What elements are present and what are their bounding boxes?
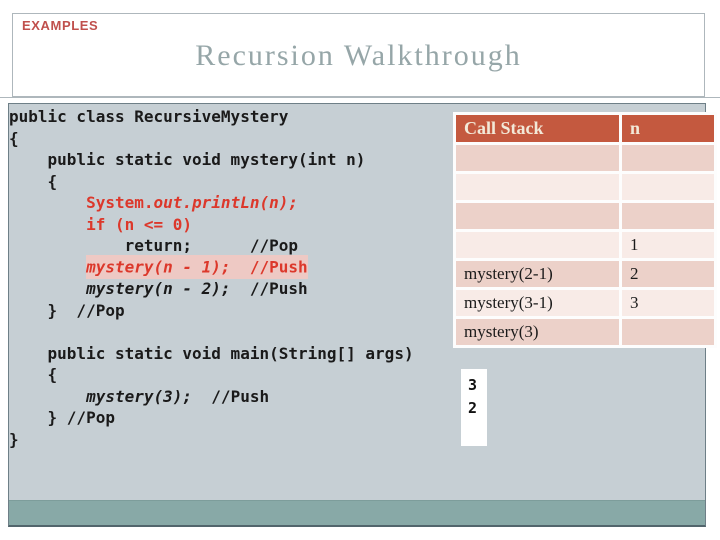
code-line: } //Pop	[9, 300, 414, 322]
code-segment: } //Pop	[9, 408, 115, 427]
code-line: }	[9, 429, 414, 451]
code-segment	[230, 255, 250, 279]
call-stack-cell: mystery(2-1)	[456, 261, 619, 287]
code-segment	[9, 215, 86, 234]
n-cell: 3	[622, 290, 714, 316]
code-segment: public static void main(String[] args)	[9, 343, 414, 363]
table-row	[456, 174, 714, 200]
code-line: public static void mystery(int n)	[9, 149, 414, 171]
call-stack-cell	[456, 203, 619, 229]
table-row: mystery(2-1)2	[456, 261, 714, 287]
code-line: return; //Pop	[9, 235, 414, 257]
code-line: public static void main(String[] args)	[9, 343, 414, 365]
code-line: System.out.printLn(n);	[9, 192, 414, 214]
code-segment	[9, 279, 86, 298]
code-segment: if (n <= 0)	[86, 214, 193, 234]
code-segment: out.printLn(n);	[153, 193, 299, 212]
code-segment: public class RecursiveMystery	[9, 107, 289, 126]
code-segment	[9, 258, 86, 277]
page-title: Recursion Walkthrough	[195, 39, 522, 72]
n-header: n	[622, 115, 714, 142]
code-line: if (n <= 0)	[9, 214, 414, 236]
table-row: mystery(3)	[456, 319, 714, 345]
code-segment: //Push	[230, 279, 308, 298]
code-line: {	[9, 128, 414, 150]
code-segment: //Push	[192, 386, 270, 406]
table-header-row: Call Stack n	[456, 115, 714, 142]
code-segment: {	[9, 128, 19, 148]
code-segment: return; //Pop	[9, 236, 298, 255]
code-line: {	[9, 364, 414, 386]
code-line	[9, 321, 414, 343]
code-segment	[9, 193, 86, 212]
n-cell	[622, 203, 714, 229]
code-block: public class RecursiveMystery { public st…	[9, 106, 414, 450]
code-line: mystery(n - 1); //Push	[9, 255, 414, 279]
n-cell	[622, 174, 714, 200]
n-cell	[622, 319, 714, 345]
code-segment: {	[9, 171, 58, 191]
call-stack-cell	[456, 145, 619, 171]
code-line: mystery(n - 2); //Push	[9, 278, 414, 300]
code-segment: {	[9, 365, 58, 384]
code-line: {	[9, 171, 414, 193]
code-segment: //Push	[249, 255, 308, 279]
table-row	[456, 203, 714, 229]
code-segment: mystery(n - 2);	[86, 279, 231, 298]
slide-header: EXAMPLES Recursion Walkthrough	[12, 13, 705, 97]
code-segment: } //Pop	[9, 300, 125, 320]
kicker-label: EXAMPLES	[22, 18, 99, 33]
code-segment: public static void mystery(int n)	[9, 150, 366, 169]
call-stack-cell	[456, 174, 619, 200]
call-stack-header: Call Stack	[456, 115, 619, 142]
code-segment	[9, 387, 86, 406]
table-row: 1	[456, 232, 714, 258]
header-divider	[0, 97, 720, 98]
call-stack-cell: mystery(3)	[456, 319, 619, 345]
code-line: public class RecursiveMystery	[9, 106, 414, 128]
call-stack-cell: mystery(3-1)	[456, 290, 619, 316]
code-segment: System.	[86, 193, 154, 212]
table-row	[456, 145, 714, 171]
code-segment: mystery(n - 1);	[86, 255, 231, 279]
call-stack-cell	[456, 232, 619, 258]
n-cell: 1	[622, 232, 714, 258]
output-value: 3	[468, 376, 478, 394]
table-row: mystery(3-1)3	[456, 290, 714, 316]
code-line: mystery(3); //Push	[9, 386, 414, 408]
n-cell: 2	[622, 261, 714, 287]
code-segment: mystery(3);	[86, 386, 193, 406]
output-value: 2	[468, 399, 478, 417]
code-line: } //Pop	[9, 407, 414, 429]
footer-bar	[9, 500, 705, 525]
code-segment: }	[9, 429, 19, 449]
n-cell	[622, 145, 714, 171]
